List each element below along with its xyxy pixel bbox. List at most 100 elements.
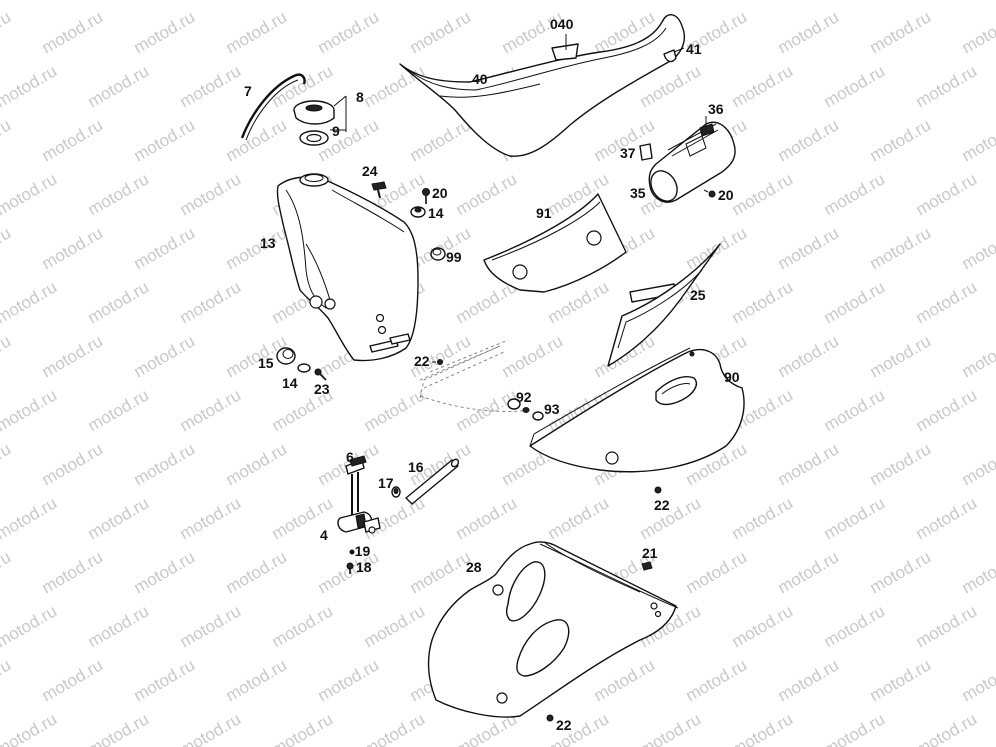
watermark-text: motod.ru — [867, 7, 935, 57]
watermark-text: motod.ru — [0, 709, 60, 747]
strap-part-36[interactable] — [685, 123, 715, 157]
bushing-part-14-lower[interactable] — [297, 363, 311, 373]
watermark-text: motod.ru — [867, 547, 935, 597]
watermark-text: motod.ru — [177, 601, 245, 651]
bolt-part-23[interactable] — [314, 368, 327, 381]
screw-part-22-lower[interactable] — [546, 714, 554, 722]
watermark-text: motod.ru — [85, 493, 153, 543]
watermark-text: motod.ru — [913, 385, 981, 435]
watermark-text: motod.ru — [913, 493, 981, 543]
watermark-text: motod.ru — [0, 7, 14, 57]
watermark-text: motod.ru — [223, 655, 291, 705]
watermark-text: motod.ru — [775, 223, 843, 273]
watermark-text: motod.ru — [39, 331, 107, 381]
watermark-text: motod.ru — [0, 223, 14, 273]
label-22-middle: 22 — [654, 497, 670, 513]
watermark-text: motod.ru — [177, 493, 245, 543]
radiator-shroud-part-28[interactable] — [427, 541, 679, 718]
watermark-text: motod.ru — [0, 61, 60, 111]
watermark-text: motod.ru — [775, 7, 843, 57]
watermark-text: motod.ru — [223, 7, 291, 57]
screw-part-22-middle[interactable] — [654, 486, 662, 494]
fuel-tank-part-13[interactable] — [276, 173, 419, 362]
watermark-text: motod.ru — [913, 0, 981, 3]
watermark-text: motod.ru — [729, 169, 797, 219]
watermark-text: motod.ru — [959, 655, 996, 705]
watermark-text: motod.ru — [269, 709, 337, 747]
watermark-text: motod.ru — [0, 547, 14, 597]
fuel-tap-part-4[interactable] — [337, 459, 381, 534]
watermark-text: motod.ru — [683, 547, 751, 597]
watermark-text: motod.ru — [683, 655, 751, 705]
watermark-text: motod.ru — [637, 493, 705, 543]
watermark-text: motod.ru — [177, 169, 245, 219]
screw-part-20[interactable] — [422, 188, 430, 205]
watermark-text: motod.ru — [0, 277, 60, 327]
watermark-text: motod.ru — [913, 61, 981, 111]
label-21: 21 — [642, 545, 658, 561]
watermark-text: motod.ru — [821, 385, 889, 435]
screw-part-22-upper[interactable] — [432, 359, 443, 365]
washer-part-93[interactable] — [522, 407, 544, 421]
label-14-lower: 14 — [282, 375, 298, 391]
watermark-text: motod.ru — [913, 709, 981, 747]
watermark-text: motod.ru — [131, 223, 199, 273]
decal-strip-part-25[interactable] — [607, 243, 721, 367]
watermark-text: motod.ru — [177, 0, 245, 3]
watermark-text: motod.ru — [315, 7, 383, 57]
plug-part-99[interactable] — [430, 247, 446, 261]
watermark-text: motod.ru — [821, 709, 889, 747]
watermark-text: motod.ru — [85, 61, 153, 111]
bushing-part-14[interactable] — [410, 206, 426, 218]
tool-bag-part-35[interactable] — [646, 121, 736, 206]
label-20-left: 20 — [432, 185, 448, 201]
watermark-text: motod.ru — [0, 0, 60, 3]
washer-part-92[interactable] — [507, 398, 521, 410]
vent-hose-part-7[interactable] — [240, 73, 306, 139]
watermark-text: motod.ru — [545, 493, 613, 543]
label-17: 17 — [378, 475, 394, 491]
leader-lines — [330, 34, 707, 132]
label-35: 35 — [630, 185, 646, 201]
watermark-text: motod.ru — [223, 115, 291, 165]
washer-part-19[interactable] — [349, 549, 355, 555]
bolt-part-24[interactable] — [371, 181, 387, 199]
clip-part-37[interactable] — [639, 143, 653, 161]
label-91: 91 — [536, 205, 552, 221]
watermark-text: motod.ru — [775, 439, 843, 489]
screw-part-21[interactable] — [641, 561, 653, 571]
watermark-text: motod.ru — [959, 439, 996, 489]
watermark-text: motod.ru — [407, 7, 475, 57]
watermark-text: motod.ru — [85, 709, 153, 747]
label-41: 41 — [686, 41, 702, 57]
watermark-text: motod.ru — [85, 385, 153, 435]
watermark-text: motod.ru — [0, 331, 14, 381]
rod-part-16[interactable] — [405, 458, 460, 505]
watermark-text: motod.ru — [867, 331, 935, 381]
watermark-text: motod.ru — [361, 61, 429, 111]
watermark-text: motod.ru — [959, 115, 996, 165]
watermark-text: motod.ru — [177, 61, 245, 111]
label-20-right: 20 — [718, 187, 734, 203]
watermark-text: motod.ru — [315, 547, 383, 597]
screw-part-18[interactable] — [346, 562, 354, 574]
screw-part-20-right[interactable] — [703, 189, 716, 198]
watermark-text: motod.ru — [131, 655, 199, 705]
label-6: 6 — [346, 449, 354, 465]
watermark-text: motod.ru — [85, 0, 153, 3]
watermark-text: motod.ru — [223, 439, 291, 489]
seat-part-40[interactable] — [399, 14, 686, 157]
side-cover-part-90[interactable] — [529, 347, 745, 473]
watermark-text: motod.ru — [729, 601, 797, 651]
clip-part-6[interactable] — [349, 455, 367, 467]
watermark-text: motod.ru — [729, 709, 797, 747]
nut-part-17[interactable] — [391, 486, 401, 498]
number-plate-part-91[interactable] — [483, 193, 627, 293]
watermark-text: motod.ru — [545, 0, 613, 3]
grommet-part-15[interactable] — [276, 347, 296, 365]
seal-ring-part-9[interactable] — [299, 130, 329, 146]
filler-cap-part-8[interactable] — [293, 100, 335, 125]
watermark-text: motod.ru — [637, 709, 705, 747]
watermark-text: motod.ru — [39, 223, 107, 273]
